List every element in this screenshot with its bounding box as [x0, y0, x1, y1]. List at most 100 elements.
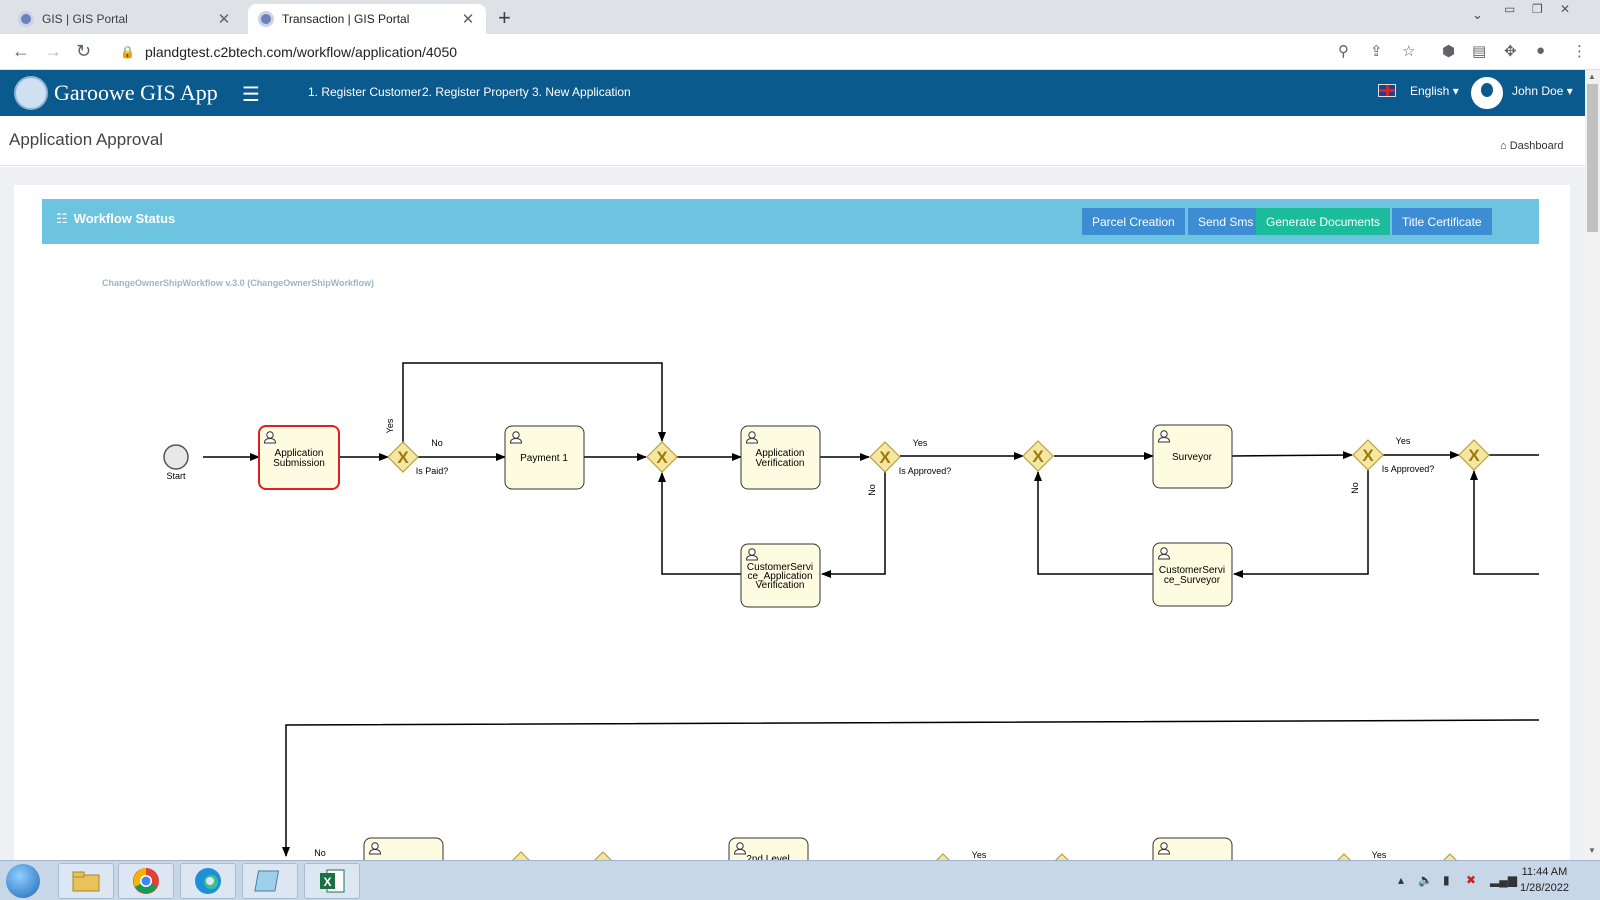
close-icon[interactable]: ✕ [461, 11, 475, 28]
panel-header: ☷Workflow Status Parcel Creation Send Sm… [42, 199, 1539, 244]
excel-icon[interactable]: X [304, 863, 360, 899]
minimize-button[interactable]: ▭ [1504, 2, 1516, 16]
hamburger-menu-icon[interactable]: ☰ [242, 84, 260, 106]
gateway-label-is-paid: Is Paid? [416, 466, 449, 476]
flow-label-no: No [1350, 482, 1360, 494]
system-clock[interactable]: 11:44 AM 1/28/2022 [1520, 864, 1569, 896]
file-explorer-icon[interactable] [58, 863, 114, 899]
task-label: CustomerServi [747, 562, 813, 573]
gateway-is-approved-1[interactable] [869, 441, 901, 473]
chrome-icon[interactable] [118, 863, 174, 899]
vertical-scrollbar[interactable]: ▲ ▼ [1585, 70, 1600, 860]
gateway-merge-3[interactable] [1458, 439, 1490, 471]
language-label: English [1410, 84, 1450, 98]
reload-icon[interactable]: ↻ [76, 41, 92, 61]
nav-register-customer[interactable]: 1. Register Customer [308, 85, 422, 99]
uk-flag-icon[interactable] [1378, 84, 1396, 97]
workflow-panel: ☷Workflow Status Parcel Creation Send Sm… [14, 185, 1570, 900]
url-text: plandgtest.c2btech.com/workflow/applicat… [144, 44, 458, 60]
clock-time: 11:44 AM [1521, 866, 1568, 878]
new-tab-button[interactable]: + [498, 5, 511, 30]
globe-icon [258, 11, 274, 27]
close-icon[interactable]: ✕ [217, 11, 231, 28]
puzzle-icon[interactable]: ✥ [1504, 43, 1517, 60]
star-icon[interactable]: ☆ [1402, 43, 1416, 60]
sequence-flows [203, 362, 1540, 857]
scroll-up-icon[interactable]: ▲ [1588, 72, 1596, 81]
flow-label-no: No [431, 438, 443, 448]
task-label: 2nd Level [746, 854, 789, 865]
panel-title: ☷Workflow Status [56, 211, 175, 227]
task-label: Application [756, 448, 805, 459]
browser-tab-transaction[interactable]: Transaction | GIS Portal ✕ [248, 4, 486, 34]
restore-button[interactable]: ❐ [1532, 2, 1543, 16]
tray-expand-icon[interactable]: ▴ [1398, 873, 1405, 887]
task-label: Payment 1 [520, 453, 568, 464]
gateway-is-paid[interactable] [387, 441, 419, 473]
task-label: Application [275, 448, 324, 459]
gateway-is-approved-2[interactable] [1352, 439, 1384, 471]
gateway-label-is-approved: Is Approved? [899, 466, 952, 476]
gateway-merge-2[interactable] [1022, 440, 1054, 472]
app-logo[interactable] [14, 76, 48, 110]
lock-icon: 🔒 [120, 45, 135, 59]
os-taskbar: X ▴ 🔈 ▮ ✖ ▂▄▆ 11:44 AM 1/28/2022 [0, 860, 1600, 900]
task-payment-1[interactable]: Payment 1 [504, 425, 585, 490]
more-menu-icon[interactable]: ⋮ [1572, 43, 1587, 60]
list-icon: ☷ [56, 211, 68, 226]
scroll-down-icon[interactable]: ▼ [1588, 846, 1596, 855]
edge-icon[interactable] [180, 863, 236, 899]
close-window-button[interactable]: ✕ [1560, 2, 1571, 16]
windows-start-icon[interactable] [6, 864, 40, 898]
task-application-verification[interactable]: Application Verification [740, 425, 821, 490]
tab-title: Transaction | GIS Portal [282, 12, 410, 26]
scrollbar-thumb[interactable] [1587, 84, 1598, 232]
start-event[interactable] [163, 444, 189, 470]
volume-icon[interactable]: 🔈 [1418, 873, 1433, 887]
notepad-icon[interactable] [242, 863, 298, 899]
task-surveyor[interactable]: Surveyor [1152, 424, 1233, 489]
parcel-creation-button[interactable]: Parcel Creation [1082, 208, 1185, 235]
home-icon: ⌂ [1500, 140, 1507, 152]
extension-shield-icon[interactable]: ⬢ [1442, 43, 1456, 60]
browser-tab-gis-portal[interactable]: GIS | GIS Portal ✕ [8, 4, 242, 34]
title-certificate-button[interactable]: Title Certificate [1392, 208, 1492, 235]
avatar[interactable] [1471, 77, 1503, 109]
app-title[interactable]: Garoowe GIS App [54, 80, 218, 105]
user-menu[interactable]: John Doe ▾ [1512, 84, 1573, 98]
send-sms-button[interactable]: Send Sms [1188, 208, 1264, 235]
back-arrow-icon[interactable]: ← [12, 41, 30, 61]
gateway-merge-1[interactable] [646, 441, 678, 473]
nav-new-application[interactable]: 3. New Application [532, 85, 631, 99]
flow-label-yes: Yes [385, 418, 395, 433]
profile-icon[interactable]: ● [1536, 42, 1546, 59]
flow-label-yes: Yes [972, 850, 987, 860]
task-label: Submission [273, 458, 325, 469]
nav-register-property[interactable]: 2. Register Property [422, 85, 529, 99]
task-application-submission[interactable]: Application Submission [258, 425, 340, 490]
browser-tab-bar: GIS | GIS Portal ✕ Transaction | GIS Por… [0, 0, 1600, 34]
page-title: Application Approval [9, 130, 164, 149]
share-icon[interactable]: ⇪ [1370, 43, 1383, 60]
language-dropdown[interactable]: English ▾ [1410, 84, 1459, 98]
zoom-icon[interactable]: ⚲ [1338, 43, 1349, 60]
task-label: CustomerServi [1159, 565, 1225, 576]
network-error-icon[interactable]: ✖ [1466, 873, 1477, 887]
clipboard-icon[interactable]: ▤ [1472, 43, 1487, 60]
globe-icon [18, 11, 34, 27]
generate-documents-button[interactable]: Generate Documents [1256, 208, 1391, 235]
signal-icon[interactable]: ▂▄▆ [1490, 873, 1517, 887]
flow-label-no: No [867, 484, 877, 496]
flow-label-yes: Yes [913, 438, 928, 448]
chevron-down-icon[interactable]: ⌄ [1472, 7, 1483, 22]
task-customer-service-application-verification[interactable]: CustomerServi ce_Application Verificatio… [740, 543, 821, 608]
breadcrumb[interactable]: ⌂ Dashboard [1500, 140, 1564, 152]
battery-icon[interactable]: ▮ [1443, 873, 1450, 887]
forward-arrow-icon[interactable]: → [44, 41, 62, 61]
breadcrumb-dashboard[interactable]: Dashboard [1509, 140, 1564, 152]
url-field[interactable]: 🔒 plandgtest.c2btech.com/workflow/applic… [110, 38, 1410, 66]
task-label: Verification [756, 458, 805, 469]
page-header: Application Approval ⌂ Dashboard [0, 116, 1585, 166]
task-customer-service-surveyor[interactable]: CustomerServi ce_Surveyor [1152, 542, 1233, 607]
app-header: Garoowe GIS App ☰ 1. Register Customer 2… [0, 70, 1585, 116]
